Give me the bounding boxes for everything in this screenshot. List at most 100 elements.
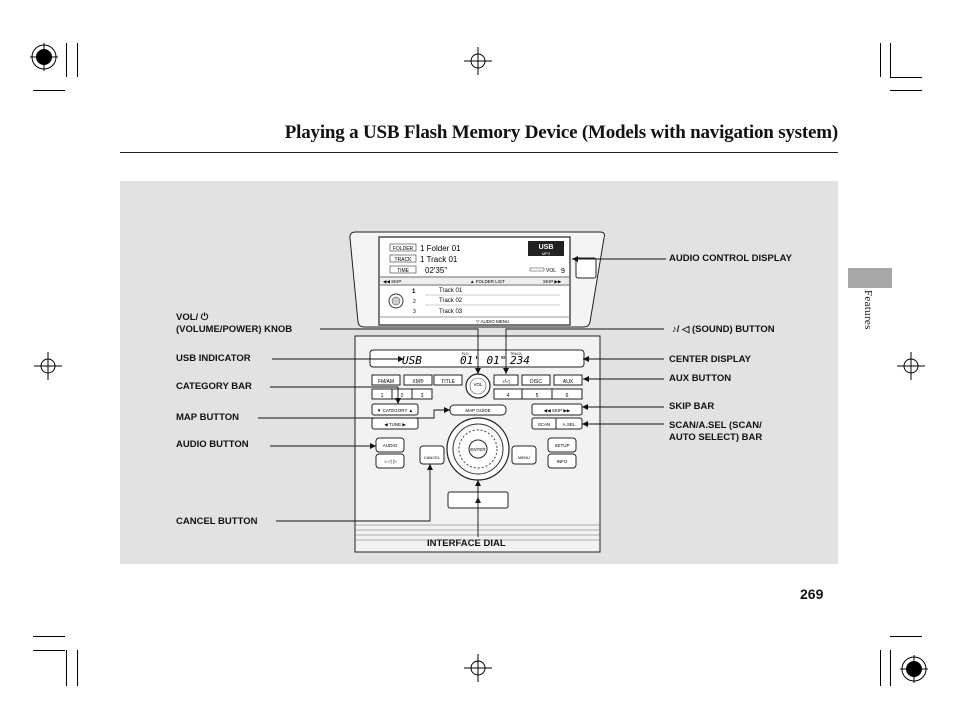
label-audio-button: AUDIO BUTTON <box>176 439 249 450</box>
svg-text:01' 01": 01' 01" <box>460 354 506 367</box>
label-scan-bar-line2: AUTO SELECT) BAR <box>669 432 763 443</box>
category-bar[interactable] <box>371 403 419 416</box>
crop-mark <box>33 90 65 91</box>
audio-button[interactable] <box>375 437 405 453</box>
svg-text:◀◀ SKIP ▶▶: ◀◀ SKIP ▶▶ <box>544 408 571 413</box>
disc-button[interactable] <box>521 374 551 386</box>
menu-button[interactable] <box>511 445 537 465</box>
svg-text:4: 4 <box>507 393 510 399</box>
crop-mark <box>890 90 922 91</box>
label-category-bar: CATEGORY BAR <box>176 381 252 392</box>
label-usb-indicator: USB INDICATOR <box>176 353 251 364</box>
svg-text:◀ TUNE ▶: ◀ TUNE ▶ <box>384 422 406 427</box>
registration-mark-icon <box>30 43 58 71</box>
section-tab <box>848 268 892 288</box>
svg-text:▽ AUDIO MENU: ▽ AUDIO MENU <box>476 319 509 324</box>
svg-text:TITLE: TITLE <box>441 379 455 385</box>
setup-button[interactable] <box>547 437 577 453</box>
xm-button[interactable] <box>403 374 433 386</box>
section-label: Features <box>862 290 874 330</box>
svg-text:Track 02: Track 02 <box>439 298 463 304</box>
fm-am-button[interactable] <box>371 374 401 386</box>
label-cancel-button: CANCEL BUTTON <box>176 516 258 527</box>
title-button[interactable] <box>433 374 463 386</box>
svg-text:9: 9 <box>561 268 565 275</box>
svg-text:1: 1 <box>412 289 416 295</box>
svg-text:TRACK: TRACK <box>510 352 523 356</box>
svg-text:XM®: XM® <box>412 378 424 385</box>
title-rule <box>120 152 838 153</box>
aux-button[interactable] <box>553 374 583 386</box>
svg-text:FOLDER: FOLDER <box>393 246 414 252</box>
crop-mark <box>66 43 67 77</box>
crop-mark <box>33 636 65 637</box>
registration-mark-icon <box>900 655 928 683</box>
svg-text:☼◁ ▷: ☼◁ ▷ <box>383 459 397 465</box>
svg-text:SKIP ▶▶: SKIP ▶▶ <box>543 279 562 284</box>
label-skip-bar: SKIP BAR <box>669 401 715 412</box>
svg-text:▲ FOLDER LIST: ▲ FOLDER LIST <box>470 279 505 284</box>
crop-mark <box>33 650 65 651</box>
label-sound-button: ♪/ ◁ (SOUND) BUTTON <box>672 324 775 335</box>
svg-text:02'35": 02'35" <box>425 266 447 275</box>
svg-text:2: 2 <box>413 299 416 305</box>
svg-text:VOL: VOL <box>546 268 556 274</box>
crosshair-icon <box>464 654 492 682</box>
skip-bar[interactable] <box>531 403 583 416</box>
svg-text:1 Track 01: 1 Track 01 <box>420 255 458 264</box>
svg-text:MP3: MP3 <box>542 251 551 256</box>
crop-mark <box>890 77 922 78</box>
svg-text:ENTER: ENTER <box>470 447 486 452</box>
label-aux-button: AUX BUTTON <box>669 373 732 384</box>
label-vol-knob-line1: VOL/ ⏻ <box>176 312 209 323</box>
dimmer-button[interactable] <box>375 453 405 469</box>
page-number: 269 <box>800 586 824 602</box>
label-interface-dial: INTERFACE DIAL <box>427 538 506 549</box>
svg-text:DISC: DISC <box>530 379 542 385</box>
label-center-display: CENTER DISPLAY <box>669 354 751 365</box>
crop-mark <box>66 650 67 686</box>
crop-mark <box>880 43 881 77</box>
svg-text:6: 6 <box>566 393 569 399</box>
svg-text:A.SEL: A.SEL <box>563 422 576 427</box>
svg-text:FM/AM: FM/AM <box>378 379 394 385</box>
svg-text:SETUP: SETUP <box>554 443 569 448</box>
svg-text:CANCEL: CANCEL <box>424 455 441 460</box>
svg-text:VOL: VOL <box>473 382 483 387</box>
label-vol-knob-line2: (VOLUME/POWER) KNOB <box>176 324 293 335</box>
svg-text:Track 03: Track 03 <box>439 309 463 315</box>
svg-text:▼ CATEGORY ▲: ▼ CATEGORY ▲ <box>377 408 413 413</box>
svg-text:AUX: AUX <box>563 379 574 385</box>
svg-text:FLD: FLD <box>462 352 469 356</box>
svg-text:1 Folder 01: 1 Folder 01 <box>420 244 461 253</box>
page-title: Playing a USB Flash Memory Device (Model… <box>284 122 838 143</box>
svg-text:3: 3 <box>421 393 424 399</box>
scan-asel-bar[interactable] <box>531 417 583 430</box>
svg-text:MENU: MENU <box>518 455 530 460</box>
crosshair-icon <box>34 352 62 380</box>
svg-text:234: 234 <box>510 354 530 367</box>
label-scan-bar-line1: SCAN/A.SEL (SCAN/ <box>669 420 762 431</box>
svg-text:Track 01: Track 01 <box>439 288 463 294</box>
svg-text:◀◀ SKIP: ◀◀ SKIP <box>383 279 401 284</box>
svg-text:USB: USB <box>402 354 422 367</box>
svg-text:5: 5 <box>536 393 539 399</box>
cancel-button[interactable] <box>419 445 445 465</box>
svg-text:2: 2 <box>401 393 404 399</box>
svg-text:SCAN: SCAN <box>538 422 551 427</box>
crop-mark <box>77 43 78 77</box>
enter-button[interactable] <box>468 439 488 459</box>
sound-button[interactable] <box>493 374 519 386</box>
svg-text:1: 1 <box>381 393 384 399</box>
svg-text:AUDIO: AUDIO <box>383 443 398 448</box>
crop-mark <box>890 650 891 686</box>
crop-mark <box>880 650 881 686</box>
svg-text:MAP GUIDE: MAP GUIDE <box>465 408 490 413</box>
svg-text:3: 3 <box>413 309 416 315</box>
info-button[interactable] <box>547 453 577 469</box>
crop-mark <box>77 650 78 686</box>
svg-text:INFO: INFO <box>557 459 568 464</box>
svg-text:TIME: TIME <box>397 268 410 274</box>
crop-mark <box>890 43 891 77</box>
